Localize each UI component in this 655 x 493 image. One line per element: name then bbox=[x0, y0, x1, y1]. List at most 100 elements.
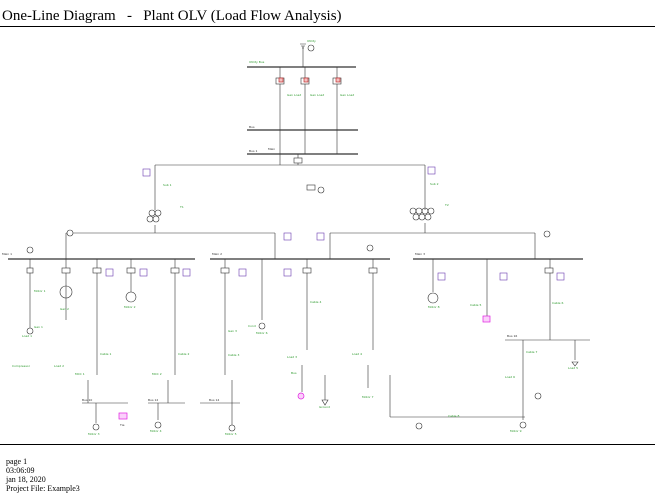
svg-text:Cable 4: Cable 4 bbox=[310, 300, 321, 304]
main-buses bbox=[8, 66, 583, 260]
load-icon bbox=[118, 412, 128, 420]
svg-text:Utility: Utility bbox=[307, 39, 316, 43]
ground-icon bbox=[571, 361, 579, 367]
svg-text:Bus 1: Bus 1 bbox=[249, 149, 257, 153]
svg-text:Cable 8: Cable 8 bbox=[448, 414, 459, 418]
svg-text:Cable 3: Cable 3 bbox=[228, 353, 239, 357]
relay-icon bbox=[105, 268, 114, 277]
svg-text:Load 1: Load 1 bbox=[22, 334, 32, 338]
svg-text:Cable 6: Cable 6 bbox=[552, 301, 563, 305]
svg-text:Motor 2: Motor 2 bbox=[124, 305, 136, 309]
svg-text:Tie: Tie bbox=[119, 423, 125, 427]
relay-icon bbox=[316, 232, 325, 241]
utility-source-icon bbox=[300, 43, 306, 49]
relay-icon bbox=[182, 268, 191, 277]
relay-icon bbox=[139, 268, 148, 277]
svg-text:Gen Load: Gen Load bbox=[287, 93, 301, 97]
svg-text:Motor 4: Motor 4 bbox=[150, 429, 162, 433]
grounds bbox=[300, 43, 579, 406]
svg-text:Bus 10: Bus 10 bbox=[82, 398, 92, 402]
footer-divider bbox=[0, 444, 655, 445]
svg-text:Motor 8: Motor 8 bbox=[428, 305, 440, 309]
svg-text:Load 5: Load 5 bbox=[568, 366, 578, 370]
load-icon bbox=[297, 392, 305, 400]
svg-text:MCC 1: MCC 1 bbox=[75, 372, 85, 376]
svg-text:Gen Load: Gen Load bbox=[310, 93, 324, 97]
svg-text:Cable 5: Cable 5 bbox=[470, 303, 481, 307]
breaker-icon bbox=[170, 267, 180, 274]
breaker-icon bbox=[220, 267, 230, 274]
svg-text:Gen 2: Gen 2 bbox=[60, 307, 69, 311]
svg-text:Sub 1: Sub 1 bbox=[163, 183, 172, 187]
page-number: page 1 bbox=[6, 457, 28, 466]
breaker-icon bbox=[92, 267, 102, 274]
relay-icon bbox=[499, 272, 508, 281]
svg-text:Main 3: Main 3 bbox=[415, 252, 425, 256]
svg-text:Main: Main bbox=[268, 147, 275, 151]
meters bbox=[26, 44, 551, 430]
svg-text:Sub 2: Sub 2 bbox=[430, 182, 439, 186]
svg-text:Load 6: Load 6 bbox=[505, 375, 515, 379]
ground-icon bbox=[321, 399, 329, 406]
svg-text:Load 4: Load 4 bbox=[352, 352, 362, 356]
svg-text:MCC 2: MCC 2 bbox=[152, 372, 162, 376]
svg-text:Ground: Ground bbox=[319, 405, 330, 409]
relay-icon bbox=[556, 272, 565, 281]
transformers bbox=[26, 207, 527, 432]
svg-text:Cable 2: Cable 2 bbox=[178, 352, 189, 356]
svg-text:Motor 5: Motor 5 bbox=[225, 432, 237, 436]
relay-icon bbox=[283, 232, 292, 241]
breaker-icon bbox=[368, 267, 378, 274]
motor-icon bbox=[228, 424, 236, 432]
transformer-icon bbox=[146, 209, 162, 223]
svg-text:Main 1: Main 1 bbox=[2, 252, 12, 256]
svg-text:Motor 1: Motor 1 bbox=[34, 289, 46, 293]
breaker-icon bbox=[61, 267, 71, 274]
svg-text:Cable 7: Cable 7 bbox=[526, 350, 537, 354]
generator-icon bbox=[125, 291, 137, 303]
transformer-icon bbox=[409, 207, 435, 221]
breaker-icon bbox=[26, 267, 34, 274]
svg-text:Compressor: Compressor bbox=[12, 364, 31, 368]
svg-text:Gen 1: Gen 1 bbox=[34, 325, 43, 329]
svg-text:Main 2: Main 2 bbox=[212, 252, 222, 256]
project-file: Project File: Example3 bbox=[6, 484, 80, 493]
relay-icon bbox=[427, 166, 436, 175]
breakers bbox=[26, 77, 554, 274]
svg-text:Utility Bus: Utility Bus bbox=[249, 60, 265, 64]
svg-text:Gen Load: Gen Load bbox=[340, 93, 354, 97]
svg-text:Load 2: Load 2 bbox=[54, 364, 64, 368]
loads bbox=[118, 77, 491, 420]
svg-text:T1: T1 bbox=[179, 205, 184, 209]
page-title: One-Line Diagram - Plant OLV (Load Flow … bbox=[2, 8, 342, 24]
breaker-icon bbox=[293, 157, 303, 164]
relays bbox=[105, 166, 565, 281]
svg-text:Motor 9: Motor 9 bbox=[510, 429, 522, 433]
breaker-icon bbox=[302, 267, 312, 274]
transformer-icon bbox=[26, 327, 34, 335]
print-date: jan 18, 2020 bbox=[6, 475, 46, 484]
relay-icon bbox=[437, 272, 446, 281]
svg-text:Bus: Bus bbox=[249, 125, 255, 129]
motor-icon bbox=[258, 322, 266, 330]
svg-text:Motor 7: Motor 7 bbox=[362, 395, 374, 399]
one-line-diagram: Utility Utility Bus Gen Load Gen Load Ge… bbox=[2, 39, 590, 436]
header: One-Line Diagram - Plant OLV (Load Flow … bbox=[0, 0, 655, 30]
svg-text:Load 3: Load 3 bbox=[287, 355, 297, 359]
breaker-icon bbox=[306, 184, 316, 191]
svg-text:Bus 12: Bus 12 bbox=[148, 398, 158, 402]
relay-icon bbox=[238, 268, 247, 277]
labels: Utility Utility Bus Gen Load Gen Load Ge… bbox=[2, 39, 578, 436]
svg-text:Motor 6: Motor 6 bbox=[256, 331, 268, 335]
breaker-icon bbox=[544, 267, 554, 274]
breaker-icon bbox=[126, 267, 136, 274]
footer: page 1 03:06:09 jan 18, 2020 Project Fil… bbox=[2, 448, 94, 493]
svg-text:Cond: Cond bbox=[248, 324, 256, 328]
generator-icon bbox=[59, 285, 73, 299]
svg-text:Bus 14: Bus 14 bbox=[209, 398, 219, 402]
svg-text:T2: T2 bbox=[444, 203, 449, 207]
print-time: 03:06:09 bbox=[6, 466, 35, 475]
motor-icon bbox=[519, 421, 527, 429]
motor-icon bbox=[427, 292, 439, 304]
motor-icon bbox=[92, 423, 100, 431]
